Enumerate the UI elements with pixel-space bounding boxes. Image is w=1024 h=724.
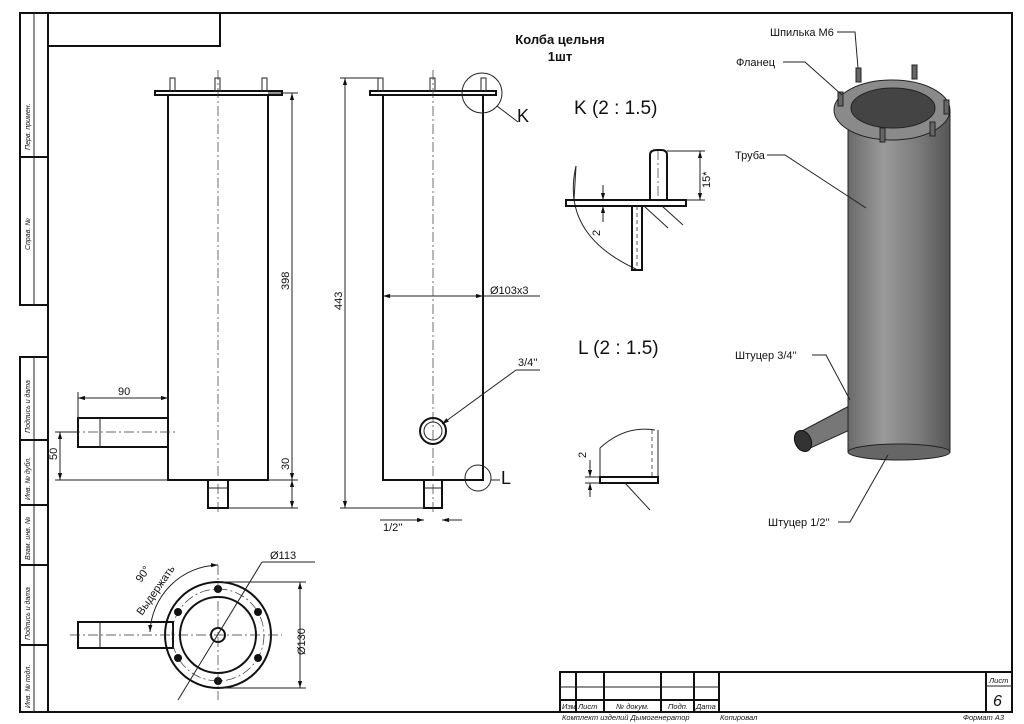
dim-tube-diameter: Ø103x3 <box>490 285 529 297</box>
detail-k <box>565 149 705 271</box>
label-flange: Фланец <box>736 57 776 69</box>
dim-fitting-34: 3/4'' <box>518 357 538 369</box>
dim-443: 443 <box>333 292 345 310</box>
drawing-quantity: 1шт <box>548 49 572 64</box>
dim-k-15: 15* <box>701 171 713 188</box>
side-view <box>55 70 298 515</box>
isometric-view <box>767 31 951 523</box>
header-sign: Подп. <box>668 702 688 711</box>
dim-50: 50 <box>48 448 60 460</box>
header-list: Лист <box>577 702 597 711</box>
front-view <box>340 70 540 523</box>
callout-l: L <box>501 468 511 488</box>
detail-k-title: K (2 : 1.5) <box>574 98 657 119</box>
label-stud: Шпилька М6 <box>770 27 834 39</box>
stamp-label: Справ. № <box>25 218 32 250</box>
header-doc: № докум. <box>616 702 649 711</box>
stamp-label: Перв. примен. <box>25 103 32 150</box>
header-date: Дата <box>695 702 716 711</box>
project-name: Комплект изделий Дымогенератор <box>562 713 690 722</box>
detail-l <box>585 428 659 511</box>
label-fitting-34: Штуцер 3/4'' <box>735 350 797 362</box>
dim-angle: 90° <box>134 564 153 585</box>
dim-fitting-12: 1/2'' <box>383 522 403 534</box>
copied-label: Копировал <box>720 713 758 722</box>
stamp-label: Инв. № подл. <box>24 665 32 708</box>
header-izm: Изм <box>562 702 576 711</box>
dim-130: Ø130 <box>296 628 308 655</box>
dim-l-2: 2 <box>577 452 589 458</box>
detail-l-title: L (2 : 1.5) <box>578 338 659 359</box>
label-fitting-12: Штуцер 1/2'' <box>768 517 830 529</box>
format-label: Формат А3 <box>963 713 1005 722</box>
label-tube: Труба <box>735 150 766 162</box>
dim-113: Ø113 <box>270 550 296 562</box>
callout-k: K <box>517 106 529 126</box>
stamp-label: Подпись и дата <box>24 587 32 640</box>
sheet-label: Лист <box>988 676 1008 685</box>
dim-30: 30 <box>280 458 292 470</box>
title-block: Изм Лист № докум. Подп. Дата Лист Компле… <box>559 671 1013 722</box>
dim-90: 90 <box>118 386 130 398</box>
stamp-label: Инв. № дубл. <box>24 457 32 500</box>
stamp-label: Подпись и дата <box>24 380 32 433</box>
stamp-label: Взам. инв. № <box>25 516 32 560</box>
bottom-view <box>70 561 315 701</box>
sheet-number: 6 <box>993 693 1002 710</box>
dim-398: 398 <box>280 272 292 290</box>
dim-k-2: 2 <box>591 230 603 236</box>
sheet-frame <box>19 12 1013 713</box>
side-stamps: Перв. примен. Справ. № Подпись и дата Ин… <box>24 103 32 708</box>
drawing-title: Колба цельня <box>515 32 604 47</box>
